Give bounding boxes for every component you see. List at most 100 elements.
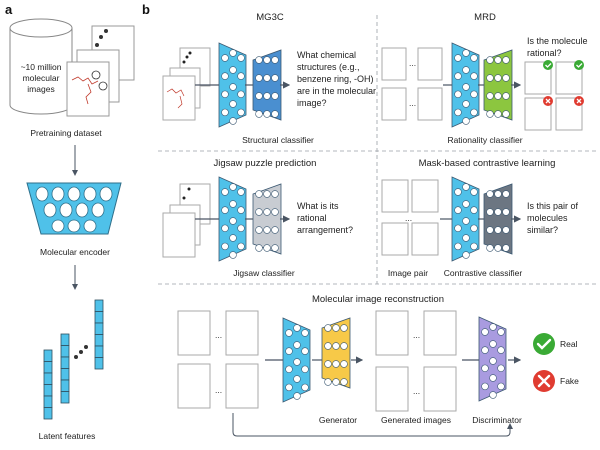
neuron	[293, 358, 301, 366]
neuron	[454, 206, 462, 214]
neuron	[324, 378, 332, 386]
feedback-arrow-icon	[232, 413, 513, 437]
neuron	[340, 378, 348, 386]
generated-images	[375, 310, 457, 412]
neuron	[497, 364, 505, 372]
network-body	[483, 49, 513, 121]
jigsaw-question-line: rational	[297, 213, 327, 223]
neuron	[263, 208, 271, 216]
latent-feature-vectors-icon	[43, 299, 104, 420]
neuron	[301, 329, 309, 337]
neuron	[293, 324, 301, 332]
original-images	[177, 310, 259, 409]
neuron	[470, 188, 478, 196]
neuron	[340, 360, 348, 368]
neuron	[462, 66, 470, 74]
neuron	[502, 110, 510, 118]
latent-cell	[60, 345, 70, 358]
neuron	[237, 90, 245, 98]
neuron	[271, 244, 279, 252]
neuron	[462, 217, 470, 225]
mrd-title: MRD	[474, 12, 496, 23]
neuron	[470, 108, 478, 117]
neuron	[237, 224, 245, 232]
latent-cell	[43, 395, 53, 408]
latent-cell	[94, 311, 104, 324]
mg3c-question-line: image?	[297, 98, 327, 108]
neuron	[494, 92, 502, 100]
ellipsis: ...	[409, 98, 416, 108]
discriminator-network-icon	[478, 316, 507, 402]
cross-icon	[543, 96, 553, 106]
jigsaw-classifier-network-icon	[252, 183, 282, 255]
ellipsis: ...	[413, 386, 420, 396]
latent-cell	[94, 322, 104, 335]
neuron	[271, 190, 279, 198]
neuron	[502, 74, 510, 82]
neuron	[502, 226, 510, 234]
jigsaw-classifier-caption: Jigsaw classifier	[233, 268, 295, 278]
latent-cell	[43, 361, 53, 374]
neuron	[221, 108, 229, 117]
neuron	[502, 244, 510, 252]
ellipsis: ...	[413, 330, 420, 340]
jigsaw-section: Jigsaw puzzle prediction What is its rat…	[162, 158, 353, 278]
neuron	[502, 56, 510, 64]
generated-images-caption: Generated images	[381, 415, 451, 425]
latent-cell	[43, 372, 53, 385]
contrastive-classifier-network-icon	[483, 183, 513, 255]
mrd-result-grid	[524, 60, 584, 131]
neuron	[237, 188, 245, 196]
neuron	[462, 251, 470, 259]
mrd-question-line: Is the molecule	[527, 36, 588, 46]
generator-caption: Generator	[319, 415, 357, 425]
neuron	[481, 328, 489, 336]
neuron	[301, 383, 309, 392]
neuron	[271, 208, 279, 216]
neuron	[462, 234, 470, 242]
generator-network-icon	[321, 317, 351, 389]
jigsaw-question-line: arrangement?	[297, 225, 353, 235]
neuron	[497, 382, 505, 391]
real-check-icon	[533, 333, 555, 355]
neuron	[489, 323, 497, 331]
neuron	[229, 251, 237, 259]
neuron	[470, 224, 478, 232]
neuron	[502, 190, 510, 198]
section-separators	[158, 15, 596, 285]
neuron	[237, 206, 245, 214]
neuron	[229, 49, 237, 57]
panel-a-label: a	[5, 2, 13, 17]
neuron	[489, 357, 497, 365]
contrastive-title: Mask-based contrastive learning	[419, 158, 556, 169]
neuron	[271, 110, 279, 118]
latent-cell	[60, 391, 70, 404]
neuron	[340, 342, 348, 350]
neuron	[481, 364, 489, 372]
neuron	[497, 328, 505, 336]
neuron	[293, 392, 301, 400]
neuron	[332, 360, 340, 368]
network-body	[321, 317, 351, 389]
neuron	[237, 242, 245, 251]
neuron	[486, 208, 494, 216]
neuron	[293, 375, 301, 383]
contrastive-question-line: Is this pair of	[527, 201, 579, 211]
mg3c-question-line: What chemical	[297, 50, 356, 60]
neuron	[470, 206, 478, 214]
neuron	[470, 54, 478, 62]
latent-cell	[60, 379, 70, 392]
panel-b: b MG3C What chemical structur	[142, 2, 596, 437]
neuron	[285, 365, 293, 373]
neuron	[454, 54, 462, 62]
neuron	[221, 224, 229, 232]
neuron	[454, 72, 462, 80]
neuron	[237, 54, 245, 62]
neuron	[324, 360, 332, 368]
molecular-encoder-icon	[26, 182, 122, 235]
structural-classifier-caption: Structural classifier	[242, 135, 314, 145]
neuron	[489, 340, 497, 348]
neuron	[255, 56, 263, 64]
neuron	[494, 208, 502, 216]
